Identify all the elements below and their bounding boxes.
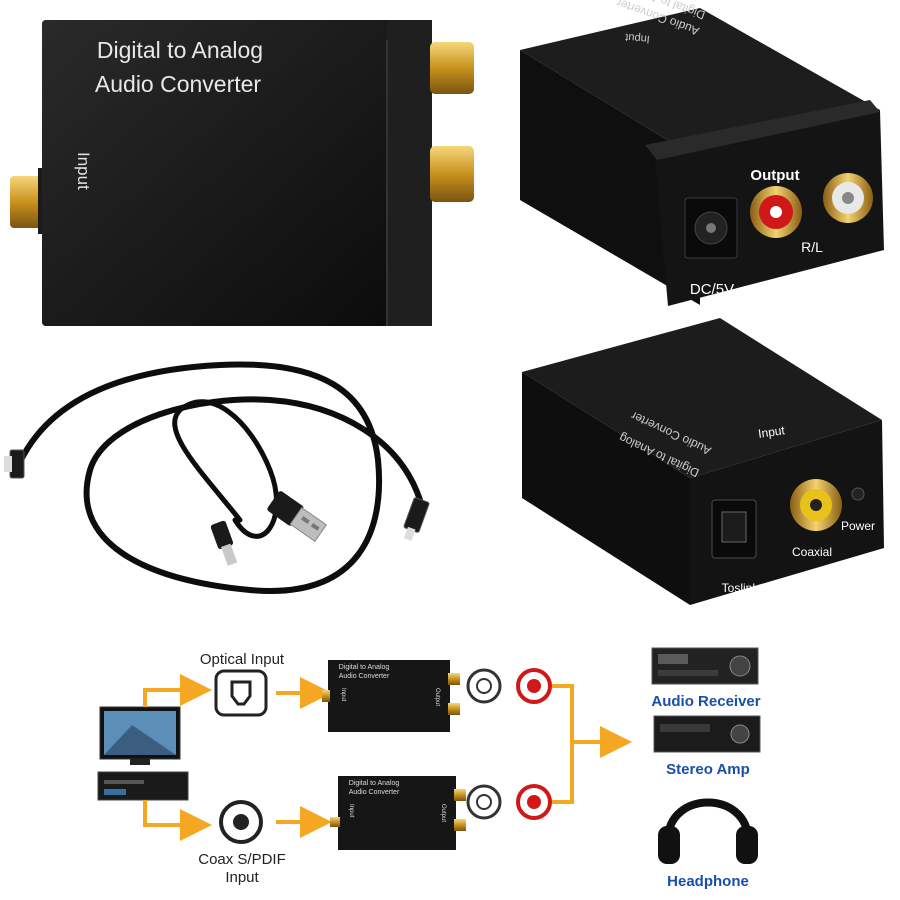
- mini-output-label: Output: [440, 804, 446, 822]
- input-converter-box: Toslink Coaxial Power Input Digital to A…: [522, 318, 884, 605]
- input-label: Input: [757, 423, 786, 441]
- box-title-line1: Digital to Analog: [97, 37, 263, 63]
- coaxial-label: Coaxial: [792, 545, 832, 559]
- tv-icon: [99, 706, 181, 765]
- audio-receiver-icon: [651, 647, 759, 685]
- toslink-label: Toslink: [722, 581, 760, 595]
- rca-pair-bottom: [466, 784, 552, 820]
- output-label: Output: [750, 167, 799, 184]
- usb-cable: [172, 399, 280, 539]
- headphone-icon: [658, 798, 758, 864]
- mini-input-label: Input: [348, 804, 354, 818]
- mini-input-label: Input: [340, 688, 346, 702]
- stereo-amp-icon: [653, 715, 761, 753]
- box-title-line2: Audio Converter: [95, 71, 262, 97]
- mini-converter-top: Digital to Analog Audio Converter Input …: [322, 660, 460, 732]
- rca-output-connector: [430, 146, 474, 202]
- optical-input-label: Optical Input: [200, 651, 285, 668]
- stereo-amp-label: Stereo Amp: [666, 761, 750, 778]
- power-led: [851, 487, 865, 501]
- coax-input-label-line2: Input: [225, 869, 259, 886]
- front-converter-box: Digital to Analog Audio Converter Input: [10, 20, 474, 326]
- mini-title-line1: Digital to Analog: [339, 664, 390, 671]
- cable-accessories: [4, 361, 430, 594]
- power-label: Power: [841, 519, 875, 533]
- headphone-label: Headphone: [667, 873, 749, 890]
- mini-converter-bottom: Digital to Analog Audio Converter Input …: [330, 776, 466, 850]
- mini-title-line2: Audio Converter: [349, 789, 400, 796]
- coax-input-connector: [10, 176, 44, 228]
- mini-output-label: Output: [434, 688, 440, 706]
- box-input-label: Input: [74, 152, 93, 190]
- mini-title-line1: Digital to Analog: [349, 780, 400, 787]
- rca-pair-top: [466, 668, 552, 704]
- coax-input-label-line1: Coax S/PDIF: [198, 851, 286, 868]
- connection-diagram: Optical Input Coax S/PDIF Input Digital …: [97, 647, 761, 890]
- dvd-player-icon: [97, 771, 189, 801]
- audio-receiver-label: Audio Receiver: [651, 693, 760, 710]
- optical-cable: [17, 361, 423, 594]
- back-input-label: Input: [625, 31, 650, 45]
- back-converter-box: Output R/L DC/5V Digital to Analog Audio…: [520, 0, 884, 306]
- rl-label: R/L: [801, 239, 823, 255]
- mini-title-line2: Audio Converter: [339, 673, 390, 680]
- dc-label: DC/5V: [690, 281, 734, 298]
- rca-output-connector: [430, 42, 474, 94]
